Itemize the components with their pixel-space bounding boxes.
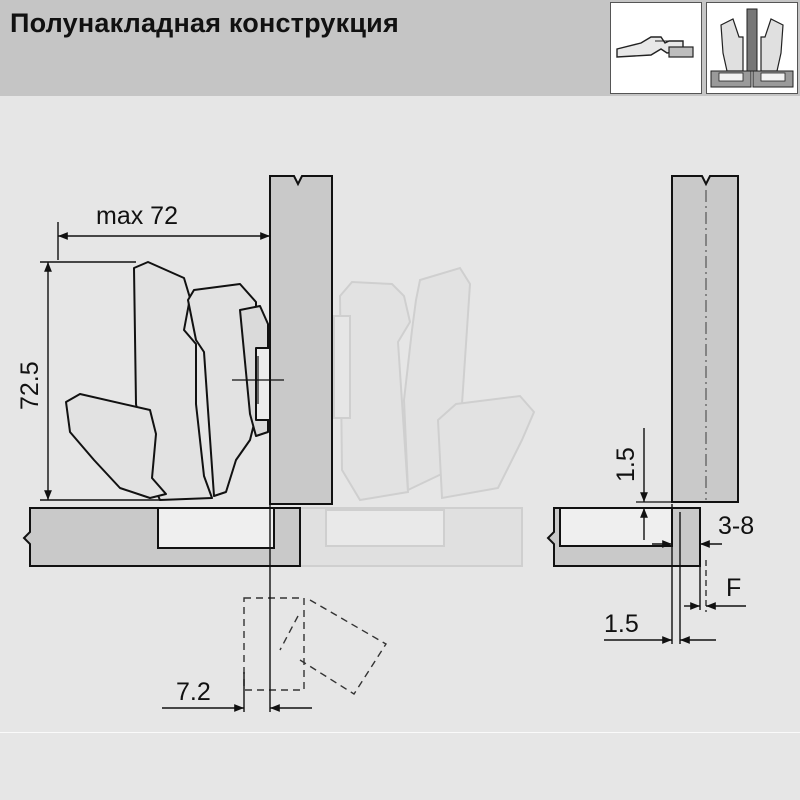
f-label: F — [726, 574, 741, 602]
page-title: Полунакладная конструкция — [10, 8, 399, 38]
offset-top-label: 1.5 — [612, 447, 640, 482]
max-width-label: max 72 — [96, 202, 178, 230]
hinge-side-view-icon — [610, 2, 702, 94]
door-panel-right — [546, 507, 701, 567]
hinge-body-left — [65, 261, 271, 501]
door-open-ghost — [243, 597, 387, 695]
footer-divider — [0, 732, 800, 733]
half-overlay-cross-section-icon — [706, 2, 798, 94]
side-panel-left — [269, 175, 333, 505]
bottom-offset-label: 7.2 — [176, 678, 211, 706]
offset-bottom-label: 1.5 — [604, 610, 639, 638]
door-panel-left — [22, 507, 301, 567]
height-label: 72.5 — [16, 361, 44, 410]
range-label: 3-8 — [718, 512, 754, 540]
ghost-hinge — [299, 266, 536, 567]
side-panel-right — [671, 175, 739, 503]
